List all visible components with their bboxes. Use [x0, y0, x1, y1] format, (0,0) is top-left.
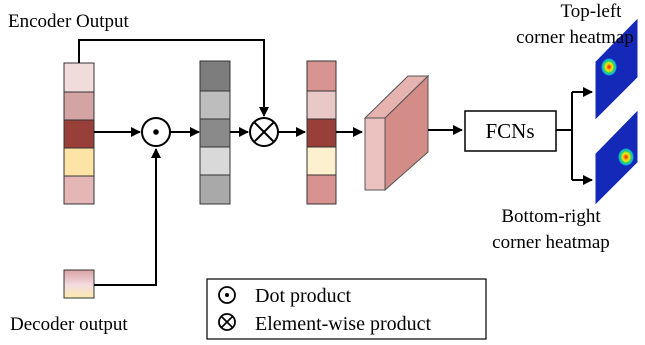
legend-box: [206, 278, 487, 340]
elementwise-product-operator: [249, 117, 279, 147]
encoder-cell: [63, 175, 95, 205]
weighted-cell: [306, 146, 337, 176]
encoder-cell: [63, 62, 95, 93]
legend: Dot product Element-wise product: [206, 278, 487, 340]
dot-product-operator: [141, 117, 171, 147]
attention-cell: [199, 60, 231, 92]
weighted-cell: [306, 174, 337, 205]
bottom-right-label-line1: Bottom-right: [501, 206, 601, 227]
elementwise-product-legend-icon: [218, 313, 236, 331]
encoder-cell: [63, 147, 95, 177]
dot-product-legend-icon: [218, 286, 236, 304]
dot-product-legend-label: Dot product: [255, 285, 352, 307]
feature-map-block: [363, 74, 430, 192]
attention-cell: [199, 118, 231, 148]
attention-weights-vector: [199, 60, 231, 205]
top-left-label-line2: corner heatmap: [516, 27, 634, 48]
attention-cell: [199, 174, 231, 205]
attention-cell: [199, 146, 231, 176]
bottom-right-label-line2: corner heatmap: [492, 232, 610, 253]
weighted-cell: [306, 60, 337, 92]
weighted-cell: [306, 118, 337, 148]
attention-cell: [199, 90, 231, 120]
elementwise-product-legend-label: Element-wise product: [255, 313, 431, 335]
encoder-cell: [63, 119, 95, 149]
weighted-cell: [306, 90, 337, 120]
top-left-label-line1: Top-left: [561, 1, 623, 22]
decoder-output-label: Decoder output: [10, 314, 128, 335]
encoder-cell: [63, 91, 95, 121]
decoder-to-dot-arrow: [94, 148, 161, 286]
encoder-output-vector: [63, 62, 95, 205]
bottom-right-heatmap: [595, 110, 638, 205]
weighted-features-vector: [306, 60, 337, 205]
encoder-output-label: Encoder Output: [8, 11, 130, 32]
top-left-heatmap: [595, 18, 638, 120]
fcns-label: FCNs: [485, 119, 534, 143]
skip-connection-arrow: [78, 39, 269, 117]
decoder-output-block: [63, 269, 95, 299]
